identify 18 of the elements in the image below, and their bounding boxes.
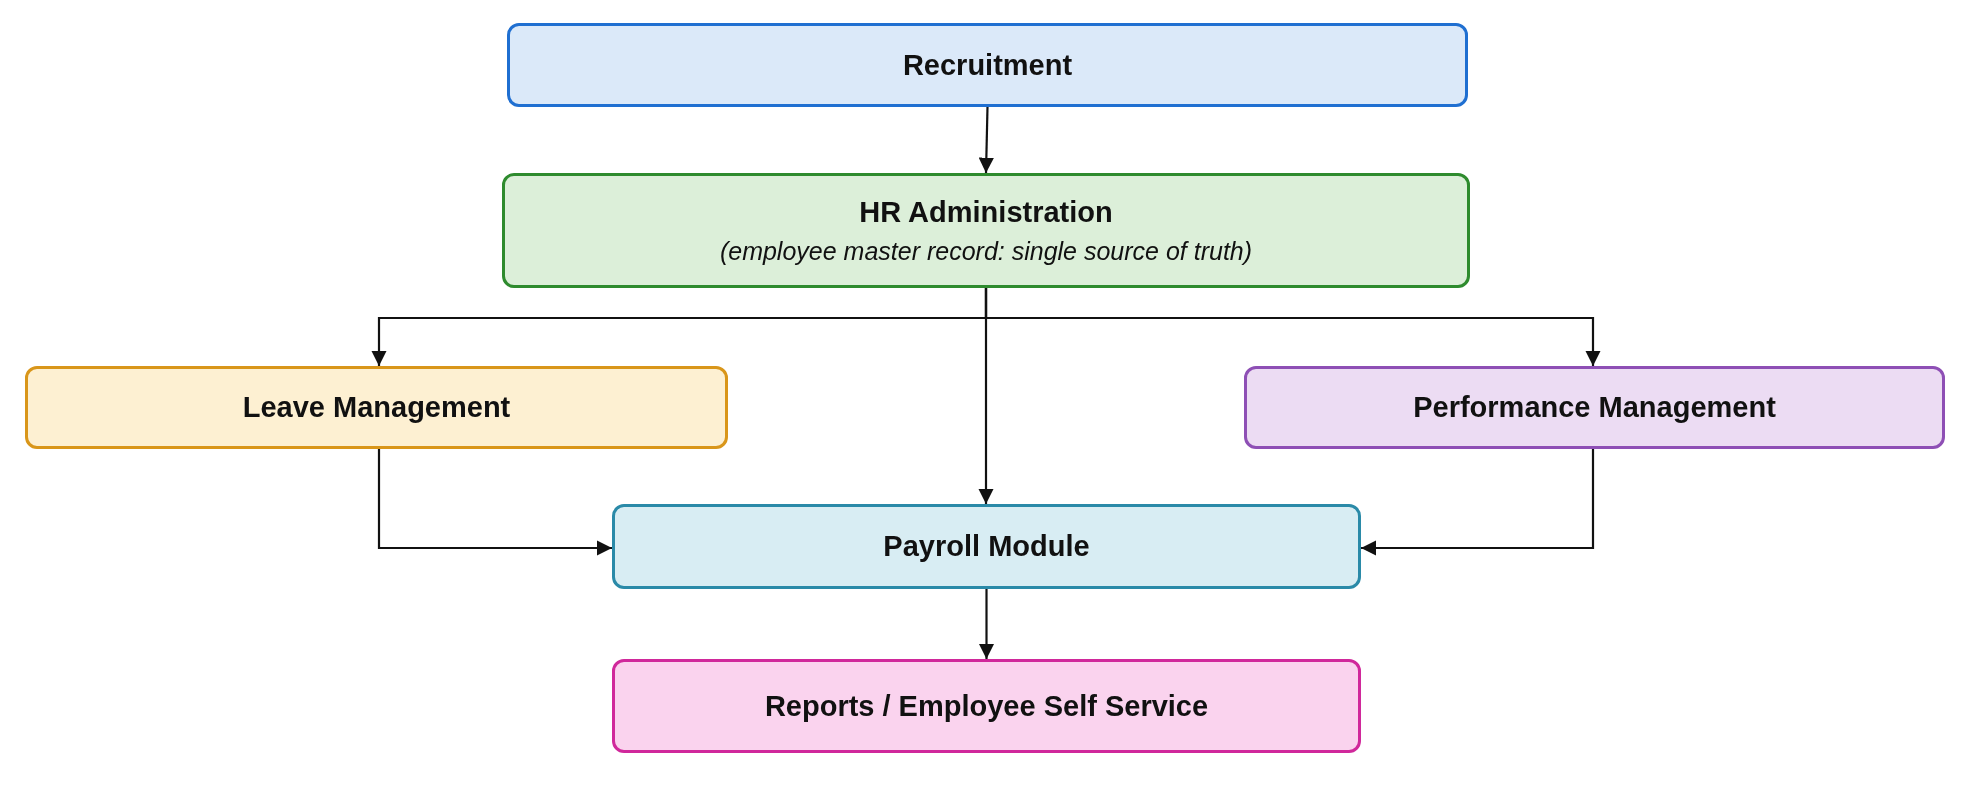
arrow [377, 449, 612, 556]
arrow [978, 589, 995, 659]
arrow [978, 106, 995, 174]
box-title: Performance Management [1413, 391, 1776, 424]
arrow [984, 288, 1601, 366]
arrow [1361, 449, 1595, 556]
box-title: Recruitment [902, 48, 1073, 82]
process-box [612, 659, 1361, 753]
box-subtitle: (employee master record: single source of truth) [719, 236, 1253, 266]
process-box [1244, 366, 1945, 449]
box-title: Payroll Module [883, 530, 1090, 563]
box-title: Leave Management [242, 391, 511, 424]
process-box [25, 366, 728, 449]
process-box [507, 23, 1468, 107]
box-title: Reports / Employee Self Service [764, 689, 1209, 723]
process-box [612, 504, 1361, 589]
box-title: HR Administration [859, 195, 1113, 229]
process-box [502, 173, 1470, 288]
